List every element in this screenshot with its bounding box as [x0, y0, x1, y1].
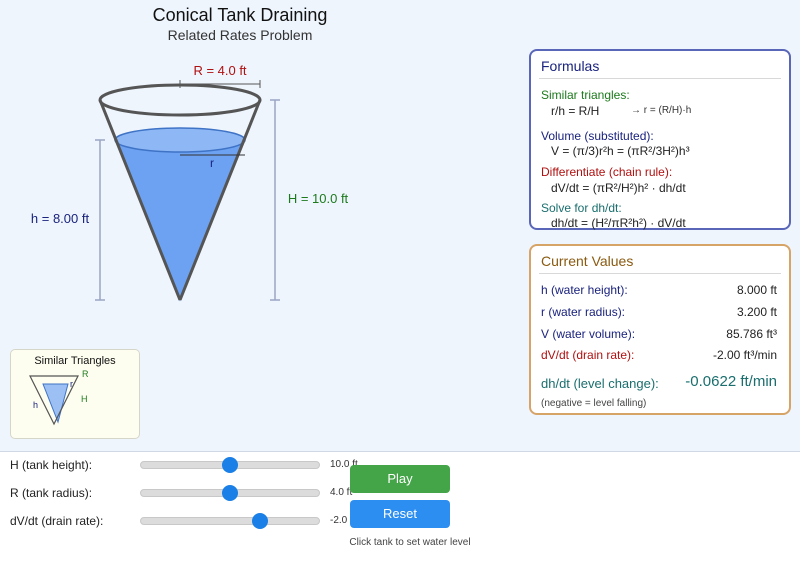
tank-radius-value: 4.0 ft — [330, 487, 353, 498]
formula-expr-similar: r/h = R/H — [551, 104, 600, 118]
h-label: h = 8.00 ft — [31, 211, 90, 226]
value-dhdt: -0.0622 ft/min — [685, 373, 777, 390]
drain-rate-slider-thumb[interactable] — [252, 513, 269, 529]
similar-R-label: R — [82, 369, 89, 379]
drain-rate-label: dV/dt (drain rate): — [10, 514, 104, 528]
value-note: (negative = level falling) — [541, 398, 647, 409]
similar-r-label: r — [70, 379, 73, 389]
value-row-dhdt: dh/dt (level change): -0.0622 ft/min — [541, 373, 777, 393]
formula-label-differentiate: Differentiate (chain rule): — [541, 165, 673, 179]
formulas-heading: Formulas — [541, 58, 600, 74]
value-row-r: r (water radius): 3.200 ft — [541, 305, 777, 321]
value-h: 8.000 ft — [736, 283, 777, 297]
water-surface — [114, 127, 246, 153]
similar-water-triangle — [42, 383, 69, 424]
similar-H-label: H — [81, 394, 88, 404]
current-values-panel: Current Values h (water height): 8.000 f… — [529, 244, 791, 415]
tank-height-slider[interactable] — [140, 457, 320, 473]
formula-label-similar: Similar triangles: — [541, 88, 630, 102]
value-dvdt: -2.00 ft³/min — [712, 348, 777, 362]
tank-rim — [98, 83, 262, 117]
conical-tank-diagram[interactable]: R = 4.0 ft r h = 8.00 ft H = 10.0 ft — [0, 0, 520, 452]
tank-radius-label: R (tank radius): — [10, 486, 93, 500]
tank-radius-slider-thumb[interactable] — [222, 485, 238, 501]
value-label-dvdt: dV/dt (drain rate): — [541, 348, 635, 362]
tank-left-wall — [98, 99, 182, 301]
value-row-h: h (water height): 8.000 ft — [541, 283, 777, 299]
play-button[interactable]: Play — [350, 465, 450, 493]
values-divider — [539, 273, 781, 274]
value-row-v: V (water volume): 85.786 ft³ — [541, 327, 777, 343]
formula-label-volume: Volume (substituted): — [541, 129, 654, 143]
formulas-panel: Formulas Similar triangles: r/h = R/H → … — [529, 49, 791, 230]
page-title: Conical Tank Draining — [152, 5, 328, 25]
tank-height-slider-thumb[interactable] — [222, 457, 238, 473]
tank-right-wall — [178, 99, 262, 301]
formula-expr-differentiate: dV/dt = (πR²/H²)h² · dh/dt — [551, 181, 686, 195]
tank-height-label: H (tank height): — [10, 458, 93, 472]
page-subtitle: Related Rates Problem — [167, 27, 313, 43]
simulation-canvas[interactable]: Conical Tank Draining Related Rates Prob… — [0, 0, 800, 452]
tank-height-value: 10.0 ft — [330, 459, 358, 470]
value-v: 85.786 ft³ — [726, 327, 777, 341]
similar-tank-triangle — [29, 375, 79, 426]
drain-rate-slider[interactable] — [140, 513, 320, 529]
water-body — [115, 139, 246, 302]
formula-label-solve: Solve for dh/dt: — [541, 201, 622, 215]
value-label-v: V (water volume): — [541, 327, 636, 341]
value-row-dvdt: dV/dt (drain rate): -2.00 ft³/min — [541, 348, 777, 364]
value-r: 3.200 ft — [736, 305, 777, 319]
radius-label: R = 4.0 ft — [193, 63, 246, 78]
similar-h-label: h — [33, 400, 38, 410]
similar-triangles-inset: Similar Triangles R r h H — [10, 349, 140, 439]
formula-expr-volume: V = (π/3)r²h = (πR²/3H²)h³ — [551, 144, 690, 158]
tank-radius-slider[interactable] — [140, 485, 320, 501]
H-label: H = 10.0 ft — [288, 191, 349, 206]
formulas-divider — [539, 78, 781, 79]
formula-note-similar: → r = (R/H)·h — [631, 105, 692, 116]
hint-text: Click tank to set water level — [349, 537, 471, 548]
formula-expr-solve: dh/dt = (H²/πR²h²) · dV/dt — [551, 216, 686, 230]
similar-triangles-title: Similar Triangles — [34, 355, 116, 367]
drain-rate-value: -2.0 — [330, 515, 348, 526]
values-heading: Current Values — [541, 253, 634, 269]
value-label-h: h (water height): — [541, 283, 628, 297]
value-label-dhdt: dh/dt (level change): — [541, 376, 659, 391]
similar-triangles-diagram: R r h H — [29, 369, 89, 426]
value-label-r: r (water radius): — [541, 305, 626, 319]
water-radius-label: r — [210, 156, 214, 170]
reset-button[interactable]: Reset — [350, 500, 450, 528]
